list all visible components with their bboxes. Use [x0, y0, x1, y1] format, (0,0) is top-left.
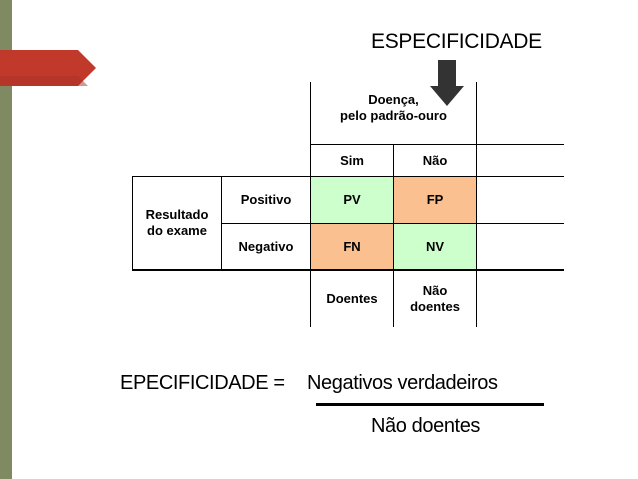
col-header-total: Total: [505, 152, 536, 168]
table-line: [310, 82, 311, 145]
cell-pv: PV: [311, 177, 393, 223]
row-label-positivo: Positivo: [240, 192, 292, 207]
table-line: [476, 82, 477, 145]
footer-doentes: Doentes: [326, 291, 378, 306]
table-line: [132, 176, 133, 270]
col-header-nao: Não: [422, 152, 448, 168]
row-group-label: Resultado do exame: [145, 207, 209, 238]
footer-nao-doentes: Não doentes: [410, 283, 460, 314]
table-line: [310, 144, 564, 145]
banner-arrow-shape: [0, 50, 96, 86]
row-label-negativo: Negativo: [238, 238, 294, 254]
footer-total-left: Total: [250, 291, 282, 306]
table-line: [310, 144, 311, 327]
cell-fn: FN: [311, 224, 393, 269]
cell-fp: FP: [394, 177, 476, 223]
disease-header: Doença, pelo padrão-ouro: [340, 92, 447, 123]
slide-title: ESPECIFICIDADE: [371, 30, 542, 53]
fraction-line: [316, 403, 544, 406]
table-line: [476, 144, 477, 327]
row-total-positivos: Positivos: [491, 192, 550, 207]
table-line: [132, 269, 564, 271]
formula-lhs: EPECIFICIDADE =: [120, 372, 285, 394]
down-arrow-icon: [430, 60, 464, 106]
footer-total-right: Total: [505, 291, 536, 306]
row-total-negativos: Negativos: [489, 238, 552, 254]
table-line: [221, 223, 564, 224]
cell-nv: NV: [394, 224, 476, 269]
formula-denominator: Não doentes: [371, 415, 481, 437]
table-line: [393, 144, 394, 327]
formula-numerator: Negativos verdadeiros: [307, 372, 498, 394]
accent-bar: [0, 0, 12, 479]
col-header-sim: Sim: [340, 152, 364, 168]
table-line: [132, 176, 564, 177]
